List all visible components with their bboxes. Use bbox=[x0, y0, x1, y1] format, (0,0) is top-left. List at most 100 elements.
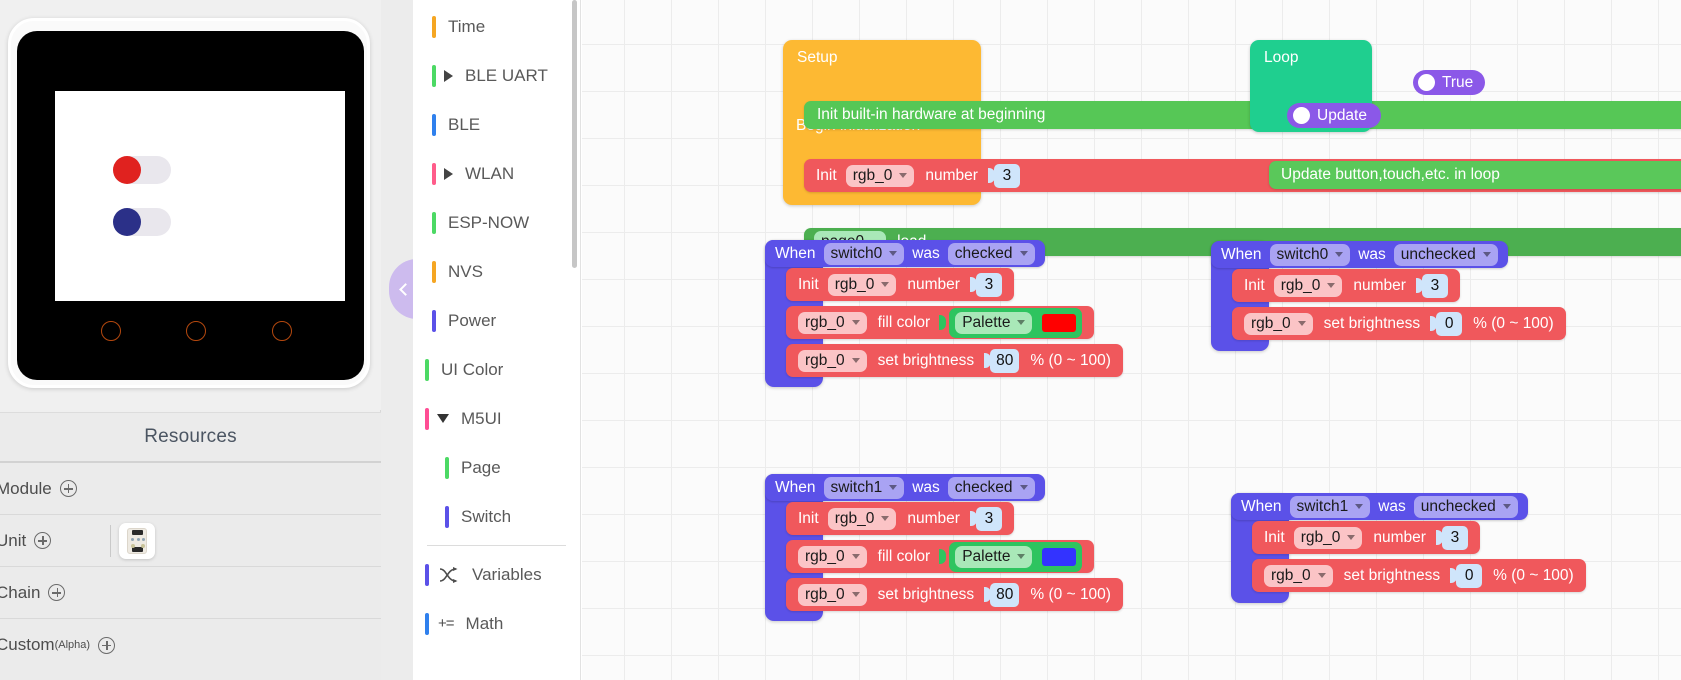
add-module-icon[interactable] bbox=[59, 480, 77, 497]
unit-thumbnail[interactable] bbox=[119, 523, 155, 559]
brightness-value[interactable]: 0 bbox=[1436, 311, 1463, 336]
event-target-value: switch1 bbox=[830, 478, 883, 496]
toolbox-label-page: Page bbox=[461, 457, 501, 477]
resource-row-module[interactable]: Module bbox=[0, 463, 381, 515]
brightness-value[interactable]: 80 bbox=[990, 348, 1020, 373]
rgb-target-dropdown[interactable]: rgb_0 bbox=[845, 164, 915, 187]
when-switch0-checked-header[interactable]: When switch0 was checked bbox=[765, 240, 1045, 267]
set-brightness-block[interactable]: rgb_0 set brightness 0 % (0 ~ 100) bbox=[1232, 307, 1566, 340]
rgb-target-dropdown[interactable]: rgb_0 bbox=[798, 349, 867, 372]
toolbox-item-variables[interactable]: Variables bbox=[413, 550, 580, 599]
init-rgb-block[interactable]: Init rgb_0 number 3 bbox=[786, 268, 1014, 301]
rgb-target-dropdown[interactable]: rgb_0 bbox=[1273, 274, 1343, 297]
update-button-block[interactable]: Update bbox=[1287, 103, 1381, 128]
toolbox-item-ble[interactable]: BLE bbox=[413, 100, 580, 149]
event-state-dropdown[interactable]: checked bbox=[947, 476, 1035, 499]
toolbox-item-m5ui[interactable]: M5UI bbox=[413, 394, 580, 443]
rgb-number-value[interactable]: 3 bbox=[975, 506, 1002, 531]
value-plug bbox=[984, 587, 992, 602]
rgb-target-dropdown[interactable]: rgb_0 bbox=[1264, 564, 1333, 587]
brightness-value[interactable]: 0 bbox=[1456, 563, 1483, 588]
event-state-dropdown[interactable]: unchecked bbox=[1393, 243, 1498, 266]
rgb-target-dropdown[interactable]: rgb_0 bbox=[798, 583, 867, 606]
rgb-target-dropdown[interactable]: rgb_0 bbox=[798, 311, 867, 334]
event-target-dropdown[interactable]: switch1 bbox=[1289, 495, 1371, 518]
init-rgb-block[interactable]: Init rgb_0 number 3 bbox=[1252, 521, 1480, 554]
set-brightness-block[interactable]: rgb_0 set brightness 0 % (0 ~ 100) bbox=[1252, 559, 1586, 592]
chevron-left-icon bbox=[398, 282, 412, 296]
add-unit-icon[interactable] bbox=[34, 532, 52, 549]
rgb-number-value[interactable]: 3 bbox=[1441, 525, 1468, 550]
fill-color-block[interactable]: rgb_0 fill color Palette bbox=[786, 540, 1095, 573]
rgb-number-value[interactable]: 3 bbox=[993, 163, 1020, 188]
rgb-target-dropdown[interactable]: rgb_0 bbox=[827, 273, 897, 296]
device-button-c[interactable] bbox=[272, 321, 292, 341]
resource-row-unit[interactable]: Unit bbox=[0, 515, 381, 567]
event-target-dropdown[interactable]: switch1 bbox=[823, 476, 905, 499]
set-brightness-block[interactable]: rgb_0 set brightness 80 % (0 ~ 100) bbox=[786, 578, 1123, 611]
toolbox-item-ui-color[interactable]: UI Color bbox=[413, 345, 580, 394]
number-label: number bbox=[1373, 528, 1426, 546]
device-button-b[interactable] bbox=[186, 321, 206, 341]
set-brightness-block[interactable]: rgb_0 set brightness 80 % (0 ~ 100) bbox=[786, 344, 1123, 377]
chevron-down-icon bbox=[851, 554, 860, 559]
rgb-target-dropdown[interactable]: rgb_0 bbox=[798, 545, 867, 568]
device-screen[interactable] bbox=[55, 91, 345, 301]
palette-dropdown[interactable]: Palette bbox=[955, 311, 1033, 334]
palette-block[interactable]: Palette bbox=[949, 541, 1083, 572]
chevron-down-icon bbox=[1327, 283, 1336, 288]
brightness-value[interactable]: 80 bbox=[990, 582, 1020, 607]
add-chain-icon[interactable] bbox=[48, 584, 66, 601]
event-state-dropdown[interactable]: checked bbox=[947, 242, 1035, 265]
toolbox-item-power[interactable]: Power bbox=[413, 296, 580, 345]
color-swatch[interactable] bbox=[1042, 313, 1077, 332]
event-target-dropdown[interactable]: switch0 bbox=[823, 242, 905, 265]
blockly-canvas[interactable]: Setup Begin initialization True Init bui… bbox=[582, 0, 1681, 680]
init-label: Init bbox=[816, 166, 837, 184]
number-label: number bbox=[925, 166, 978, 184]
update-inputs-block[interactable]: Update button,touch,etc. in loop bbox=[1269, 161, 1681, 189]
init-label: Init bbox=[1244, 276, 1265, 294]
when-switch1-unchecked-header[interactable]: When switch1 was unchecked bbox=[1231, 493, 1528, 520]
event-target-value: switch0 bbox=[1276, 245, 1329, 263]
setup-begin-value-block[interactable]: True bbox=[1413, 70, 1486, 95]
toolbox-item-switch[interactable]: Switch bbox=[413, 492, 580, 541]
toolbox-item-wlan[interactable]: WLAN bbox=[413, 149, 580, 198]
chevron-down-icon bbox=[1482, 252, 1491, 257]
preview-switch1[interactable] bbox=[113, 208, 171, 236]
toolbox-item-page[interactable]: Page bbox=[413, 443, 580, 492]
add-custom-icon[interactable] bbox=[98, 636, 116, 654]
event-state-dropdown[interactable]: unchecked bbox=[1413, 495, 1518, 518]
toolbox-item-time[interactable]: Time bbox=[413, 2, 580, 51]
rgb-number-value[interactable]: 3 bbox=[1421, 273, 1448, 298]
chevron-down-icon bbox=[437, 414, 449, 423]
chevron-down-icon bbox=[851, 320, 860, 325]
resource-row-custom[interactable]: Custom (Alpha) bbox=[0, 619, 381, 671]
chevron-right-icon bbox=[444, 69, 453, 82]
toolbox-item-nvs[interactable]: NVS bbox=[413, 247, 580, 296]
blockly-toolbox[interactable]: Time BLE UART BLE WLAN ESP-NOW NVS Power bbox=[413, 0, 581, 680]
when-switch0-unchecked-header[interactable]: When switch0 was unchecked bbox=[1211, 241, 1508, 268]
rgb-target-dropdown[interactable]: rgb_0 bbox=[1244, 312, 1313, 335]
rgb-number-value[interactable]: 3 bbox=[975, 272, 1002, 297]
event-target-dropdown[interactable]: switch0 bbox=[1269, 243, 1351, 266]
toolbox-item-math[interactable]: += Math bbox=[413, 599, 580, 648]
toolbox-item-ble-uart[interactable]: BLE UART bbox=[413, 51, 580, 100]
palette-block[interactable]: Palette bbox=[949, 307, 1083, 338]
palette-dropdown[interactable]: Palette bbox=[955, 545, 1033, 568]
when-switch1-checked-header[interactable]: When switch1 was checked bbox=[765, 474, 1045, 501]
init-builtin-hardware-block[interactable]: Init built-in hardware at beginning bbox=[804, 101, 1681, 129]
toolbox-scrollbar[interactable] bbox=[572, 0, 577, 268]
init-rgb-block[interactable]: Init rgb_0 number 3 bbox=[1232, 269, 1460, 302]
color-swatch[interactable] bbox=[1042, 547, 1077, 566]
set-brightness-label: set brightness bbox=[877, 585, 975, 603]
resource-row-chain[interactable]: Chain bbox=[0, 567, 381, 619]
rgb-target-dropdown[interactable]: rgb_0 bbox=[827, 507, 897, 530]
device-button-a[interactable] bbox=[101, 321, 121, 341]
rgb-target-dropdown[interactable]: rgb_0 bbox=[1293, 526, 1363, 549]
preview-switch0[interactable] bbox=[113, 156, 171, 184]
init-rgb-block[interactable]: Init rgb_0 number 3 bbox=[786, 502, 1014, 535]
fill-color-block[interactable]: rgb_0 fill color Palette bbox=[786, 306, 1095, 339]
toolbox-item-esp-now[interactable]: ESP-NOW bbox=[413, 198, 580, 247]
device-bezel bbox=[17, 31, 364, 380]
